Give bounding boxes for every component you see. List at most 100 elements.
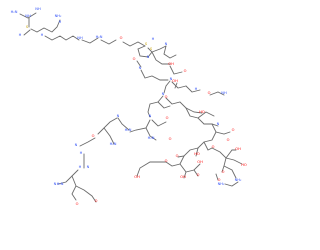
atom-label-n: NH₂ [235, 178, 242, 182]
bond-line [215, 173, 219, 181]
bond-line [145, 127, 157, 141]
bond-line [223, 165, 237, 179]
bond-line [75, 185, 97, 203]
atom-label-n: NH [25, 14, 31, 18]
atom-label-n: H [80, 151, 83, 155]
bond-line [129, 119, 151, 133]
bond-line [165, 97, 187, 109]
atom-label-s: S [145, 42, 148, 46]
atom-label-n: NH₂ [218, 182, 225, 186]
atom-label-n: H₂N [11, 10, 18, 14]
atom-label-o: O [232, 128, 235, 132]
atom-label-n: H [59, 20, 62, 24]
atom-label-n: N [149, 114, 152, 118]
atom-label-n: NH [35, 7, 41, 11]
atom-label-n: H [41, 33, 44, 37]
atom-label-n: NH [77, 36, 83, 40]
atom-label-n: N [217, 122, 220, 126]
atom-label-o: O [76, 202, 79, 206]
bond-line [151, 51, 171, 65]
atom-label-n: N [162, 92, 165, 96]
atom-label-o: O [212, 145, 215, 149]
bond-line [197, 131, 217, 149]
bond-line [225, 149, 237, 159]
atom-label-o: O [92, 134, 95, 138]
atom-label-o: HO [241, 163, 247, 167]
atom-label-n: H [195, 87, 198, 91]
bond-line [177, 147, 199, 158]
bond-line [122, 41, 146, 47]
atom-label-o: O [176, 154, 179, 158]
atom-label-o: HO [199, 110, 205, 114]
bond-line [100, 39, 117, 45]
atom-label-n: H₂N [96, 35, 103, 39]
atom-label-o: OH [134, 175, 140, 179]
bond-line [174, 82, 178, 89]
atom-label-o: O [95, 199, 98, 203]
bond-line [163, 80, 171, 94]
atom-label-o: OH [172, 79, 178, 83]
bond-line [30, 19, 61, 33]
bond-line [19, 12, 37, 19]
atom-label-s: S [150, 47, 153, 51]
atom-label-o: O [165, 159, 168, 163]
bond-line [23, 29, 31, 36]
atom-label-o: O [166, 116, 169, 120]
atom-label-o: O [165, 95, 168, 99]
atom-label-n: H [19, 33, 22, 37]
atom-label-o: O [184, 69, 187, 73]
atom-label-o: HO [194, 152, 200, 156]
atom-label-o: O [197, 173, 200, 177]
bond-line [71, 175, 77, 201]
atom-label-n: N [147, 55, 150, 59]
bond-line [44, 35, 80, 41]
bond-line [193, 169, 199, 177]
bond-line [136, 161, 167, 177]
atom-label-o: O [222, 170, 225, 174]
bond-line [185, 107, 205, 125]
bond-line [197, 111, 215, 119]
atom-label-n: N [170, 77, 173, 81]
atom-label-o: O [208, 91, 211, 95]
bond-line [169, 65, 183, 75]
bond-line [151, 119, 167, 127]
bond-line [81, 37, 99, 44]
bond-line [147, 95, 164, 118]
atom-label-o: O [227, 138, 230, 142]
bond-line [140, 69, 169, 81]
bond-line [97, 117, 118, 135]
atom-label-n: H₂N [125, 128, 132, 132]
bond-line [224, 181, 239, 187]
bond-line [136, 60, 142, 68]
atom-label-n: N [87, 165, 90, 169]
bond-line [79, 137, 96, 147]
atom-label-o: OH [197, 160, 203, 164]
atom-label-n: N [165, 42, 168, 46]
bond-line [171, 81, 187, 89]
atom-label-n: H [79, 165, 82, 169]
atom-label-o: O [120, 36, 123, 40]
atom-label-n: H₂N [110, 142, 117, 146]
bond-line [185, 85, 201, 93]
atom-label-n: N [54, 182, 57, 186]
atom-label-o: OH [235, 147, 241, 151]
atom-label-n: H₂N [57, 182, 64, 186]
bond-line [185, 107, 203, 114]
bond-line [103, 127, 115, 145]
atom-label-o: O [218, 178, 221, 182]
bond-line [195, 147, 199, 157]
atom-label-n: H₂N [148, 136, 155, 140]
atom-label-n: N [117, 114, 120, 118]
bond-line [209, 91, 225, 96]
bond-line [203, 141, 213, 151]
atom-label-n: NH [221, 91, 227, 95]
bond-line [137, 45, 153, 58]
atom-label-n: NH₂ [55, 14, 62, 18]
bond-line [165, 155, 185, 167]
atom-label-o: OH [168, 62, 174, 66]
bond-line [57, 169, 79, 185]
atom-label-o: O [169, 137, 172, 141]
